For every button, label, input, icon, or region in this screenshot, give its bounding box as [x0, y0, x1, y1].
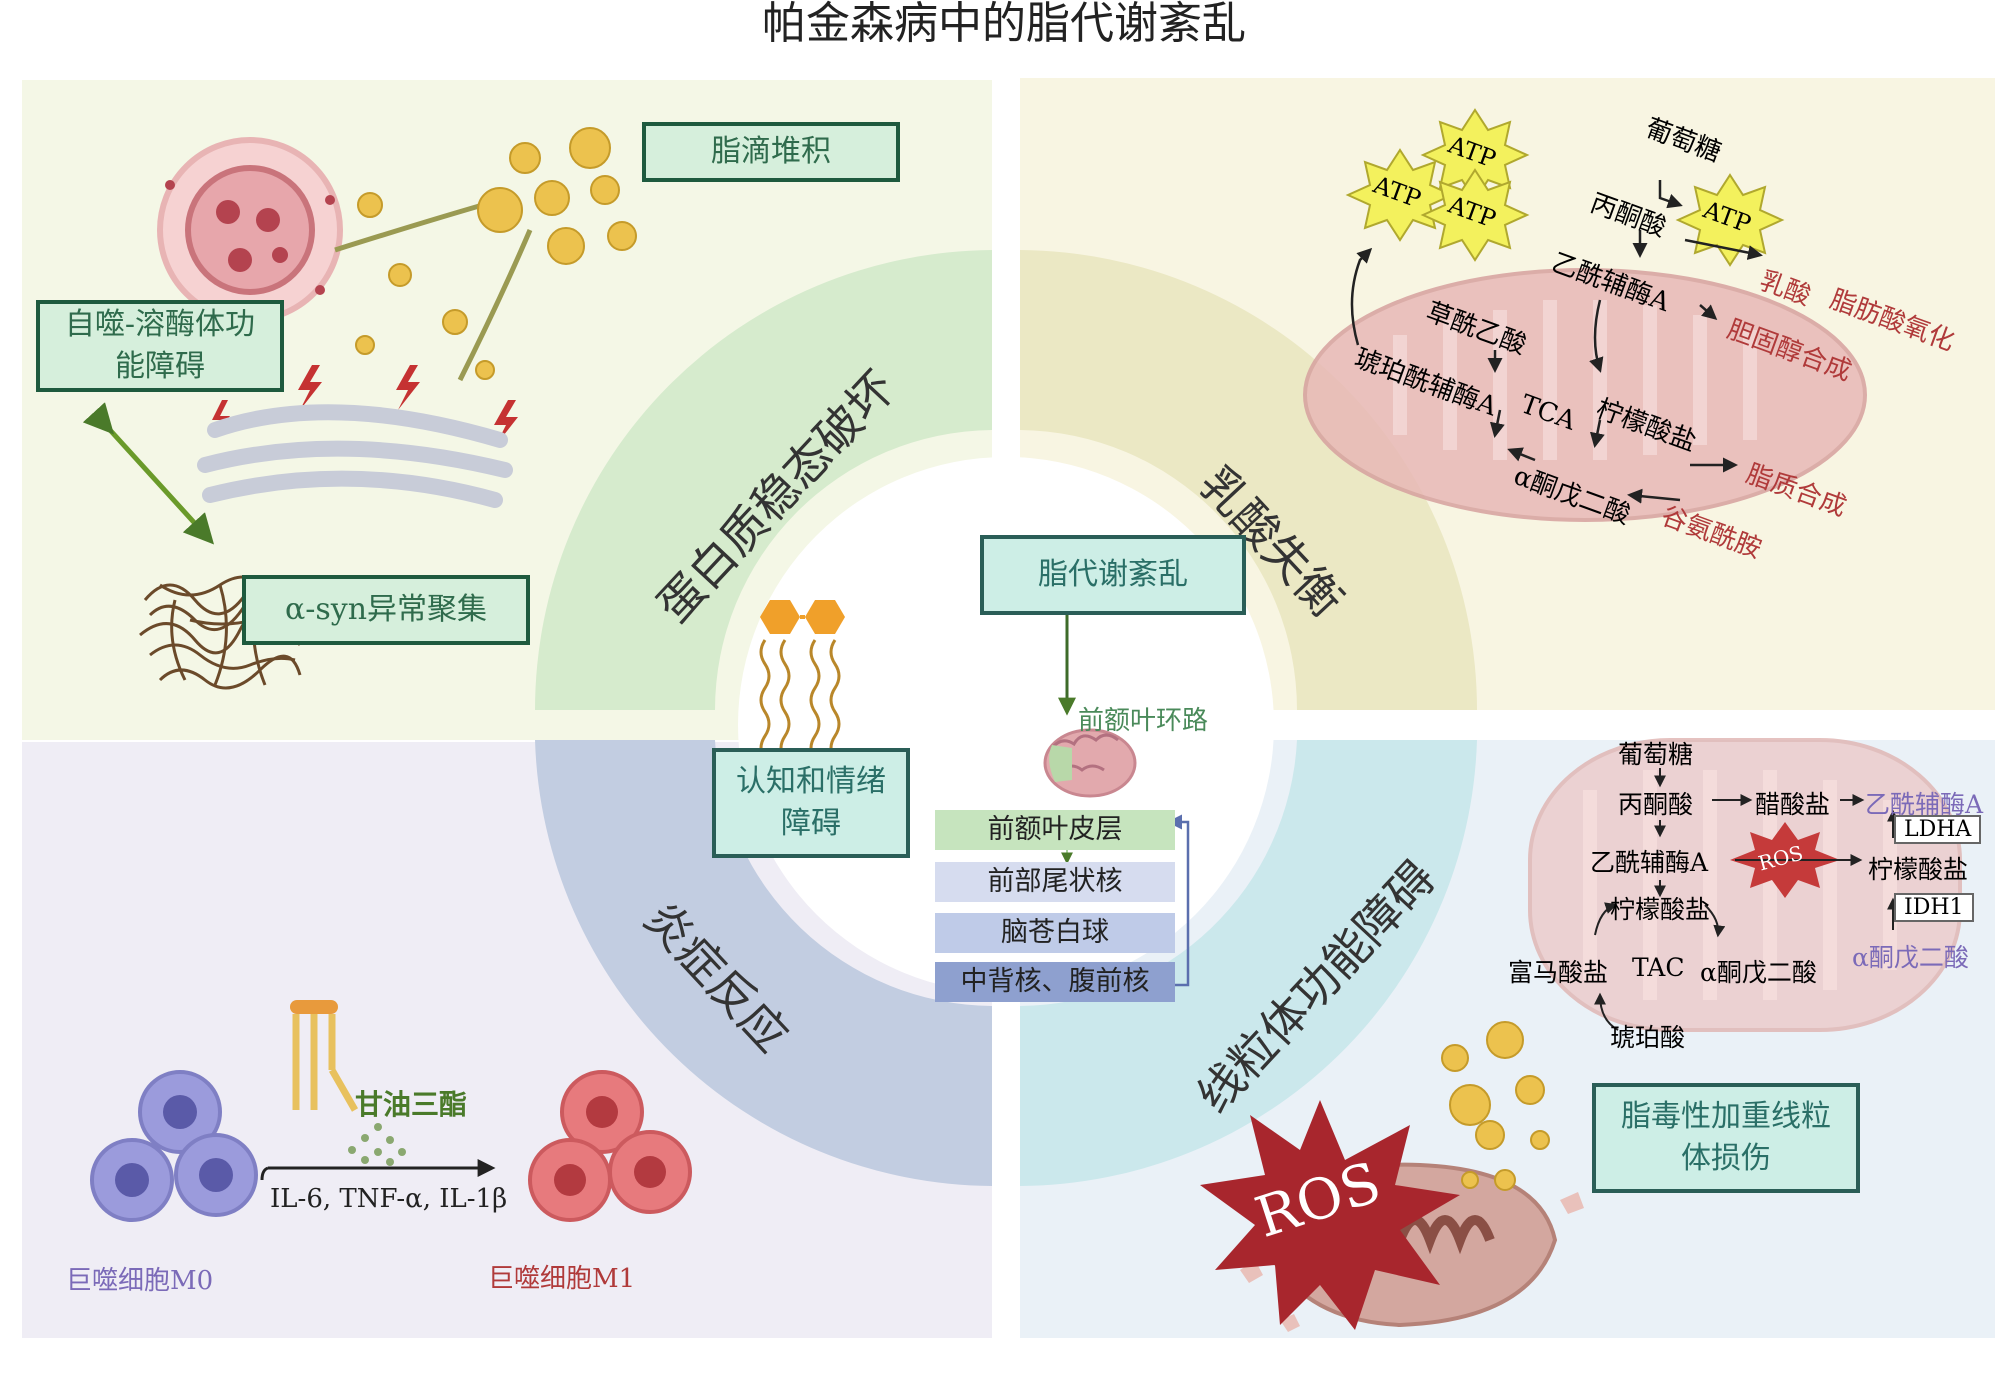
br-citrate-label: 柠檬酸盐 — [1610, 895, 1711, 924]
lipid-droplets-top — [355, 127, 637, 380]
lipid-metabolism-box: 脂代谢紊乱 — [980, 535, 1246, 615]
pfc-circuit-label: 前额叶环路 — [1078, 706, 1209, 736]
lipid-droplet-box: 脂滴堆积 — [642, 122, 900, 182]
ring-segment-mito — [1020, 740, 1477, 1186]
br-idh1-box: IDH1 — [1894, 893, 1974, 922]
autophagy-box: 自噬-溶酶体功能障碍 — [36, 300, 284, 392]
lipid-droplets-bottom — [1441, 1021, 1550, 1191]
triglyceride-label: 甘油三酯 — [355, 1088, 468, 1121]
region-thalamus: 中背核、腹前核 — [935, 962, 1175, 1002]
ring-segment-inflammation — [535, 740, 992, 1186]
lysosome-illustration — [157, 137, 343, 323]
mitochondrion-bottom — [1528, 738, 1962, 1032]
ring-segment-protein — [535, 250, 992, 710]
stress-bolts — [212, 365, 518, 445]
er-illustration — [197, 404, 513, 508]
region-caudate: 前部尾状核 — [935, 862, 1175, 902]
br-ldha-box: LDHA — [1894, 815, 1982, 844]
region-globus-pallidus: 脑苍白球 — [935, 913, 1175, 953]
cognition-box: 认知和情绪障碍 — [712, 748, 910, 858]
lipotoxicity-box: 脂毒性加重线粒体损伤 — [1592, 1083, 1860, 1193]
cytokines-label: IL-6, TNF-α, IL-1β — [270, 1184, 508, 1214]
m1-label: 巨噬细胞M1 — [488, 1264, 636, 1294]
ring-segment-lactate — [1020, 250, 1477, 710]
br-glucose-label: 葡萄糖 — [1618, 740, 1694, 769]
br-fumarate-label: 富马酸盐 — [1508, 958, 1609, 987]
phospholipid-icon — [759, 600, 845, 761]
page-title: 帕金森病中的脂代谢紊乱 — [762, 0, 1246, 49]
triglyceride-icon — [290, 1000, 359, 1112]
br-acetyl-coa-label: 乙酰辅酶A — [1590, 848, 1709, 877]
atp-stars — [1345, 108, 1785, 267]
br-acetate-label: 醋酸盐 — [1755, 790, 1831, 819]
region-pfc: 前额叶皮层 — [935, 810, 1175, 850]
br-tac-label: TAC — [1632, 953, 1685, 982]
br-pyruvate-label: 丙酮酸 — [1618, 790, 1694, 819]
macrophage-m0-cells — [90, 1070, 258, 1222]
br-succinate-label: 琥珀酸 — [1610, 1023, 1686, 1052]
ros-big-star — [1200, 1100, 1460, 1330]
br-acetyl-coa-purple-label: 乙酰辅酶A — [1865, 790, 1984, 819]
brain-icon — [1043, 728, 1137, 798]
br-akg-purple-label: α酮戊二酸 — [1852, 943, 1969, 972]
macrophage-m1-cells — [528, 1070, 692, 1222]
alpha-syn-box: α-syn异常聚集 — [242, 575, 530, 645]
secretion-dots — [348, 1123, 406, 1166]
m0-label: 巨噬细胞M0 — [66, 1266, 214, 1296]
br-citrate-right-label: 柠檬酸盐 — [1868, 855, 1969, 884]
br-akg-label: α酮戊二酸 — [1700, 958, 1817, 987]
